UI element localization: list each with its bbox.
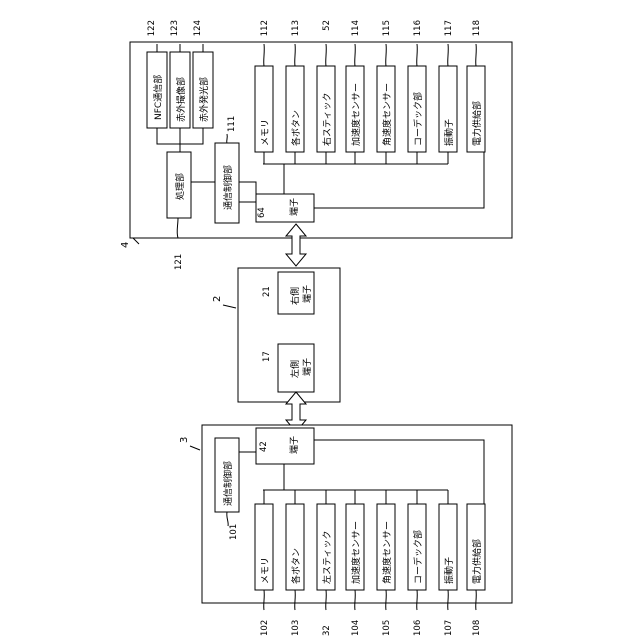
- comm-control-right-label: 通信制御部: [222, 165, 234, 210]
- unit-label: コーデック部: [412, 92, 424, 146]
- unit-label: コーデック部: [412, 530, 424, 584]
- unit-ref: 117: [444, 20, 454, 36]
- unit-ref: 102: [260, 620, 270, 636]
- comm-control-left-ref: 101: [229, 524, 239, 540]
- unit-ref: 103: [291, 620, 301, 636]
- unit-ref-leader: [448, 590, 449, 610]
- unit-label: メモリ: [261, 557, 271, 584]
- unit-ref-leader: [476, 44, 477, 66]
- unit-ref-leader: [264, 44, 265, 66]
- unit-ref: 115: [382, 20, 392, 36]
- top-unit-label: 赤外撮像部: [175, 77, 187, 122]
- unit-label: 電力供給部: [471, 101, 483, 146]
- unit-ref: 118: [472, 20, 482, 36]
- left-side-terminal-line: 左側: [289, 360, 301, 378]
- controller-left-ref: 3: [179, 437, 190, 443]
- top-unit-label: 赤外発光部: [198, 77, 210, 122]
- main-body: 2 右側 端子 21 左側 端子 17: [212, 268, 340, 402]
- unit-ref-leader: [326, 590, 327, 610]
- unit-label: 振動子: [443, 119, 455, 146]
- unit-label: 各ボタン: [290, 548, 302, 584]
- unit-ref-leader: [386, 590, 387, 610]
- processing-unit-ref: 121: [174, 254, 184, 270]
- unit-ref: 32: [322, 625, 332, 636]
- terminal-right-label: 端子: [288, 198, 300, 216]
- unit-ref-leader: [264, 590, 265, 610]
- unit-ref: 114: [351, 20, 361, 36]
- unit-label: 振動子: [443, 557, 455, 584]
- unit-ref-leader: [355, 590, 356, 610]
- unit-ref-leader: [448, 44, 449, 66]
- processing-unit-label: 処理部: [174, 173, 186, 200]
- unit-ref-leader: [326, 44, 327, 66]
- right-side-terminal-ref: 21: [262, 286, 272, 297]
- unit-ref-leader: [355, 44, 356, 66]
- unit-label: 加速度センサー: [350, 521, 362, 584]
- unit-ref: 52: [322, 20, 332, 31]
- top-unit-ref: 123: [170, 20, 180, 36]
- left-side-terminal-line: 端子: [301, 358, 313, 376]
- unit-label: 加速度センサー: [350, 83, 362, 146]
- unit-ref-leader: [476, 590, 477, 610]
- unit-ref-leader: [386, 44, 387, 66]
- top-unit-label: NFC通信部: [152, 75, 164, 120]
- unit-ref: 113: [291, 20, 301, 36]
- unit-label: 左スティック: [321, 531, 333, 584]
- unit-ref: 112: [260, 20, 270, 36]
- unit-label: 右スティック: [321, 93, 333, 146]
- unit-ref: 105: [382, 620, 392, 636]
- unit-label: 角速度センサー: [381, 83, 393, 146]
- terminal-right-ref: 64: [257, 207, 267, 218]
- unit-label: 電力供給部: [471, 539, 483, 584]
- main-body-ref: 2: [212, 296, 223, 302]
- unit-label: 角速度センサー: [381, 521, 393, 584]
- unit-ref-leader: [417, 590, 418, 610]
- unit-label: 各ボタン: [290, 110, 302, 146]
- comm-control-right-ref: 111: [227, 116, 237, 132]
- unit-ref: 107: [444, 620, 454, 636]
- unit-ref-leader: [295, 590, 296, 610]
- controller-right-ref: 4: [120, 242, 131, 248]
- controller-left: 3 端子 42 通信制御部 101 メモリ 102 各ボタン 103 左スティック 32 加…: [179, 425, 512, 636]
- comm-control-left-label: 通信制御部: [222, 461, 234, 506]
- terminal-left-ref: 42: [259, 441, 269, 452]
- unit-ref-leader: [417, 44, 418, 66]
- left-side-terminal-ref: 17: [262, 351, 272, 362]
- unit-ref-leader: [295, 44, 296, 66]
- unit-ref: 116: [413, 20, 423, 36]
- top-unit-ref: 122: [147, 20, 157, 36]
- terminal-left-label: 端子: [288, 436, 300, 454]
- top-unit-ref: 124: [193, 20, 203, 36]
- right-side-terminal-line: 端子: [301, 285, 313, 303]
- unit-ref: 104: [351, 620, 361, 636]
- unit-ref: 108: [472, 620, 482, 636]
- unit-ref: 106: [413, 620, 423, 636]
- controller-right: 4 NFC通信部 赤外撮像部 赤外発光部 122 123 124 処理部 121…: [120, 20, 512, 270]
- unit-label: メモリ: [261, 119, 271, 146]
- right-side-terminal-line: 右側: [289, 287, 301, 305]
